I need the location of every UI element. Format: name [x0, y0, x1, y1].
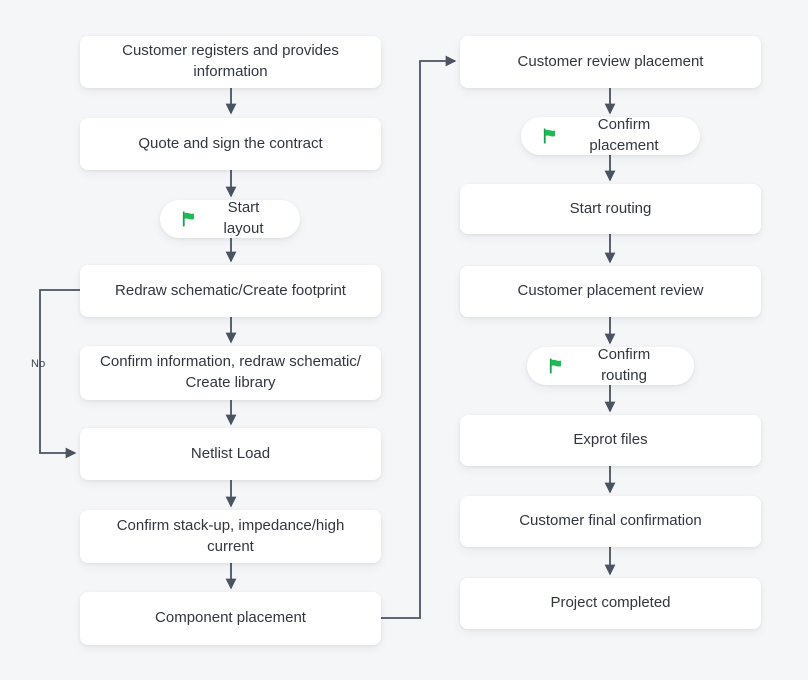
green-flag-icon	[541, 127, 559, 145]
node-netlist-load[interactable]: Netlist Load	[80, 428, 381, 480]
node-start-routing[interactable]: Start routing	[460, 184, 761, 234]
edge-label-no: No	[31, 358, 46, 370]
node-exprot-files[interactable]: Exprot files	[460, 415, 761, 466]
arrow-n8-n9	[381, 55, 457, 619]
node-label: Customer final confirmation	[519, 512, 702, 530]
node-confirm-placement[interactable]: Confirm placement	[521, 116, 700, 155]
node-project-completed[interactable]: Project completed	[460, 578, 761, 629]
node-customer-placement-review[interactable]: Customer placement review	[460, 266, 761, 317]
node-label: Netlist Load	[190, 444, 271, 462]
node-label: Start routing	[569, 199, 652, 217]
node-customer-final-confirmation[interactable]: Customer final confirmation	[460, 496, 761, 547]
node-label: Confirm placement	[589, 116, 659, 154]
node-redraw-schematic-create-footprint[interactable]: Redraw schematic/Create footprint	[80, 265, 381, 317]
node-label: Quote and sign the contract	[138, 134, 323, 152]
node-customer-registers[interactable]: Customer registers and provides informat…	[80, 36, 381, 88]
node-label: Confirm routing	[597, 346, 651, 384]
node-label: Confirm stack-up, impedance/high current	[116, 516, 345, 555]
node-label: Customer placement review	[517, 282, 704, 300]
node-confirm-stackup-impedance[interactable]: Confirm stack-up, impedance/high current	[80, 510, 381, 563]
node-label: Start layout	[223, 199, 264, 237]
node-label: Project completed	[550, 594, 671, 612]
node-label: Exprot files	[573, 431, 648, 449]
node-label: Confirm information, redraw schematic/ C…	[100, 353, 361, 391]
node-customer-review-placement[interactable]: Customer review placement	[460, 36, 761, 88]
green-flag-icon	[180, 210, 198, 228]
node-component-placement[interactable]: Component placement	[80, 592, 381, 645]
node-label: Redraw schematic/Create footprint	[115, 281, 346, 299]
node-label: Customer registers and provides informat…	[122, 42, 339, 80]
node-confirm-routing[interactable]: Confirm routing	[527, 346, 694, 385]
green-flag-icon	[547, 357, 565, 375]
node-confirm-information-redraw-schematic[interactable]: Confirm information, redraw schematic/ C…	[80, 346, 381, 400]
node-label: Customer review placement	[517, 52, 704, 70]
node-quote-sign-contract[interactable]: Quote and sign the contract	[80, 118, 381, 170]
node-start-layout[interactable]: Start layout	[160, 199, 300, 238]
node-label: Component placement	[155, 609, 306, 627]
arrow-no-loop	[39, 289, 80, 459]
